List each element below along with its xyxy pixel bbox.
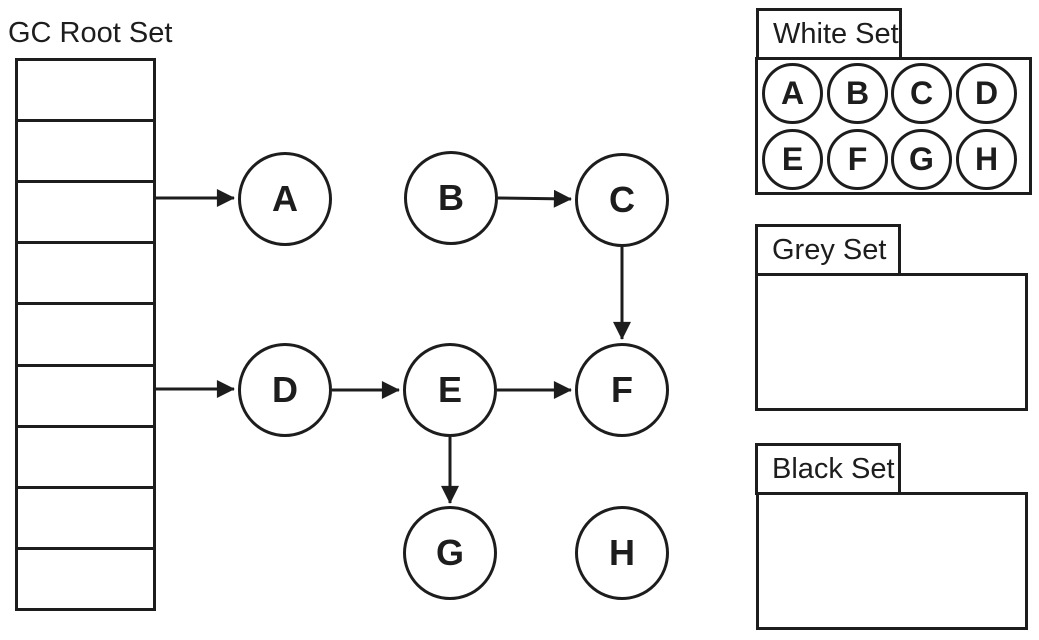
white-set-member-D: D <box>956 63 1017 124</box>
root-set-cell <box>18 489 153 550</box>
root-set-cell <box>18 367 153 428</box>
root-set-cell <box>18 428 153 489</box>
root-set-cell <box>18 183 153 245</box>
white-set-member-H: H <box>956 129 1017 190</box>
graph-node-G: G <box>403 506 497 600</box>
root-set-cell <box>18 244 153 306</box>
graph-node-E: E <box>403 343 497 437</box>
white-set-member-G: G <box>891 129 952 190</box>
white-set-label: White Set <box>773 17 899 50</box>
grey-set-box <box>755 273 1028 411</box>
white-set-member-B: B <box>827 63 888 124</box>
white-set-member-C: C <box>891 63 952 124</box>
gc-root-set-table <box>15 58 156 611</box>
black-set-box <box>756 492 1028 630</box>
white-set-member-A: A <box>762 63 823 124</box>
white-set-tab: White Set <box>756 8 902 60</box>
graph-node-D: D <box>238 343 332 437</box>
graph-node-F: F <box>575 343 669 437</box>
graph-node-C: C <box>575 153 669 247</box>
grey-set-tab: Grey Set <box>755 224 901 276</box>
root-set-cell <box>18 122 153 184</box>
graph-node-B: B <box>404 151 498 245</box>
black-set-tab: Black Set <box>755 443 901 495</box>
edge-B-C <box>497 189 572 208</box>
black-set-label: Black Set <box>772 452 895 485</box>
grey-set-label: Grey Set <box>772 233 887 266</box>
root-set-cell <box>18 305 153 367</box>
white-set-member-F: F <box>827 129 888 190</box>
root-set-cell <box>18 61 153 123</box>
white-set-member-E: E <box>762 129 823 190</box>
graph-node-A: A <box>238 152 332 246</box>
gc-root-set-label: GC Root Set <box>8 17 173 49</box>
graph-node-H: H <box>575 506 669 600</box>
